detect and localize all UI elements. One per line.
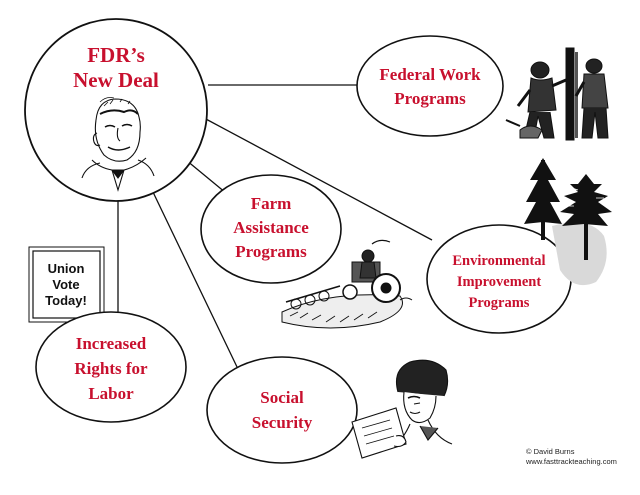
credit-line2: www.fasttrackteaching.com xyxy=(525,457,617,466)
node-federal-work: Federal Work Programs xyxy=(356,35,504,137)
union-sign-icon: Union Vote Today! xyxy=(28,246,105,323)
tractor-icon xyxy=(281,239,413,329)
federal-work-line2: Programs xyxy=(394,89,466,108)
credit: © David Burns www.fasttrackteaching.com xyxy=(525,447,617,466)
connector-environmental xyxy=(203,117,433,241)
connector-farm xyxy=(185,159,227,194)
node-environmental: Environmental Improvement Programs xyxy=(426,224,572,334)
credit-line1: © David Burns xyxy=(526,447,575,456)
center-title-line1: FDR’s xyxy=(87,43,145,67)
center-title-line2: New Deal xyxy=(73,68,159,92)
connector-social xyxy=(151,189,239,370)
labor-line3: Labor xyxy=(88,384,134,403)
node-social: Social Security xyxy=(206,356,358,464)
labor-line1: Increased xyxy=(76,334,147,353)
farm-line2: Assistance xyxy=(233,218,309,237)
workers-icon xyxy=(505,47,609,141)
labor-line2: Rights for xyxy=(74,359,148,378)
environmental-line1: Environmental xyxy=(452,253,545,269)
environmental-line2: Improvement xyxy=(457,274,541,290)
union-sign-line1: Union xyxy=(48,261,85,276)
environmental-line3: Programs xyxy=(469,295,530,311)
node-labor: Increased Rights for Labor xyxy=(35,311,187,423)
pine-trees-icon xyxy=(524,158,612,286)
center-node: FDR’s New Deal xyxy=(24,18,208,202)
social-line1: Social xyxy=(260,388,304,407)
social-line2: Security xyxy=(252,413,313,432)
node-farm: Farm Assistance Programs xyxy=(200,174,342,284)
farm-line1: Farm xyxy=(251,194,292,213)
farm-line3: Programs xyxy=(235,242,307,261)
federal-work-line1: Federal Work xyxy=(379,65,481,84)
fdr-portrait-icon xyxy=(81,97,155,192)
woman-reading-icon xyxy=(351,359,453,459)
union-sign-line3: Today! xyxy=(45,293,87,308)
union-sign-line2: Vote xyxy=(52,277,79,292)
connectors xyxy=(117,84,433,370)
